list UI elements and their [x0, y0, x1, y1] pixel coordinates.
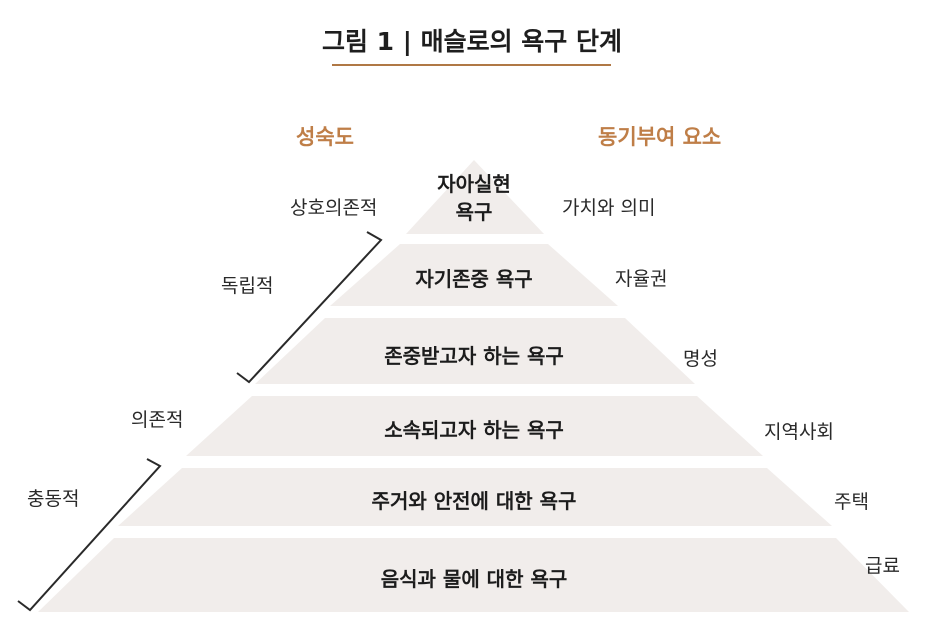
factor-value-meaning: 가치와 의미: [562, 197, 656, 219]
title-underline: [332, 64, 611, 66]
tier-label-esteem: 존중받고자 하는 욕구: [384, 344, 564, 368]
tier-label-self-actualization: 자아실현 욕구: [437, 172, 511, 224]
maturity-independent: 독립적: [221, 275, 274, 297]
bracket-impulsive: [17, 458, 162, 612]
maturity-interdependent: 상호의존적: [290, 197, 378, 219]
tier-physiological: [38, 538, 909, 612]
tier-esteem: [255, 318, 695, 384]
factor-salary: 급료: [865, 555, 900, 577]
figure-title: 그림 1 | 매슬로의 욕구 단계: [321, 27, 623, 56]
factor-housing: 주택: [834, 491, 869, 513]
tier-label-belonging: 소속되고자 하는 욕구: [384, 418, 564, 442]
factor-community: 지역사회: [764, 421, 834, 443]
tier-label-self-esteem: 자기존중 욕구: [415, 267, 533, 291]
motivation-header: 동기부여 요소: [598, 125, 722, 149]
tier-self-actualization: [406, 160, 544, 234]
tier-label-safety: 주거와 안전에 대한 욕구: [371, 489, 577, 513]
factor-reputation: 명성: [683, 348, 718, 370]
factor-autonomy: 자율권: [615, 268, 668, 290]
tier-label-physiological: 음식과 물에 대한 욕구: [380, 567, 568, 591]
bracket-independent: [236, 231, 383, 384]
maturity-header: 성숙도: [296, 125, 354, 149]
maturity-impulsive: 충동적: [27, 488, 80, 510]
maturity-dependent: 의존적: [131, 409, 184, 431]
tier-self-esteem: [330, 244, 618, 306]
tier-belonging: [186, 396, 763, 456]
tier-safety: [118, 468, 832, 526]
